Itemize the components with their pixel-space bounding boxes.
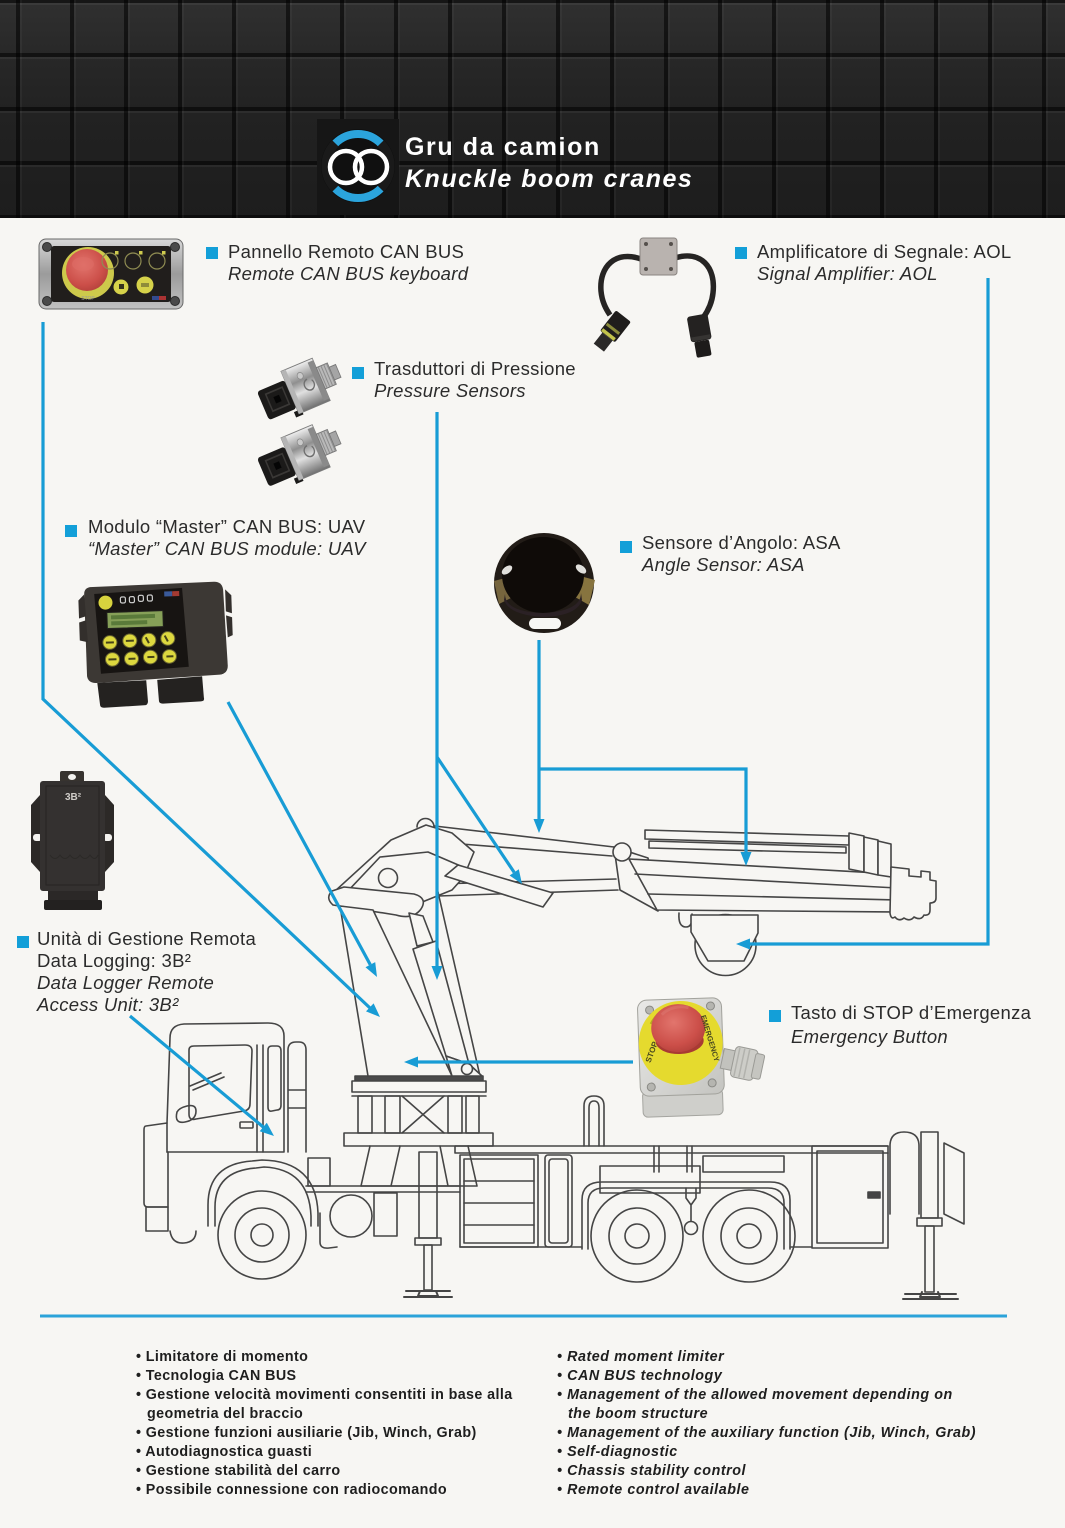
svg-text:3B²: 3B² bbox=[65, 792, 82, 803]
svg-text:STOP: STOP bbox=[81, 296, 95, 302]
